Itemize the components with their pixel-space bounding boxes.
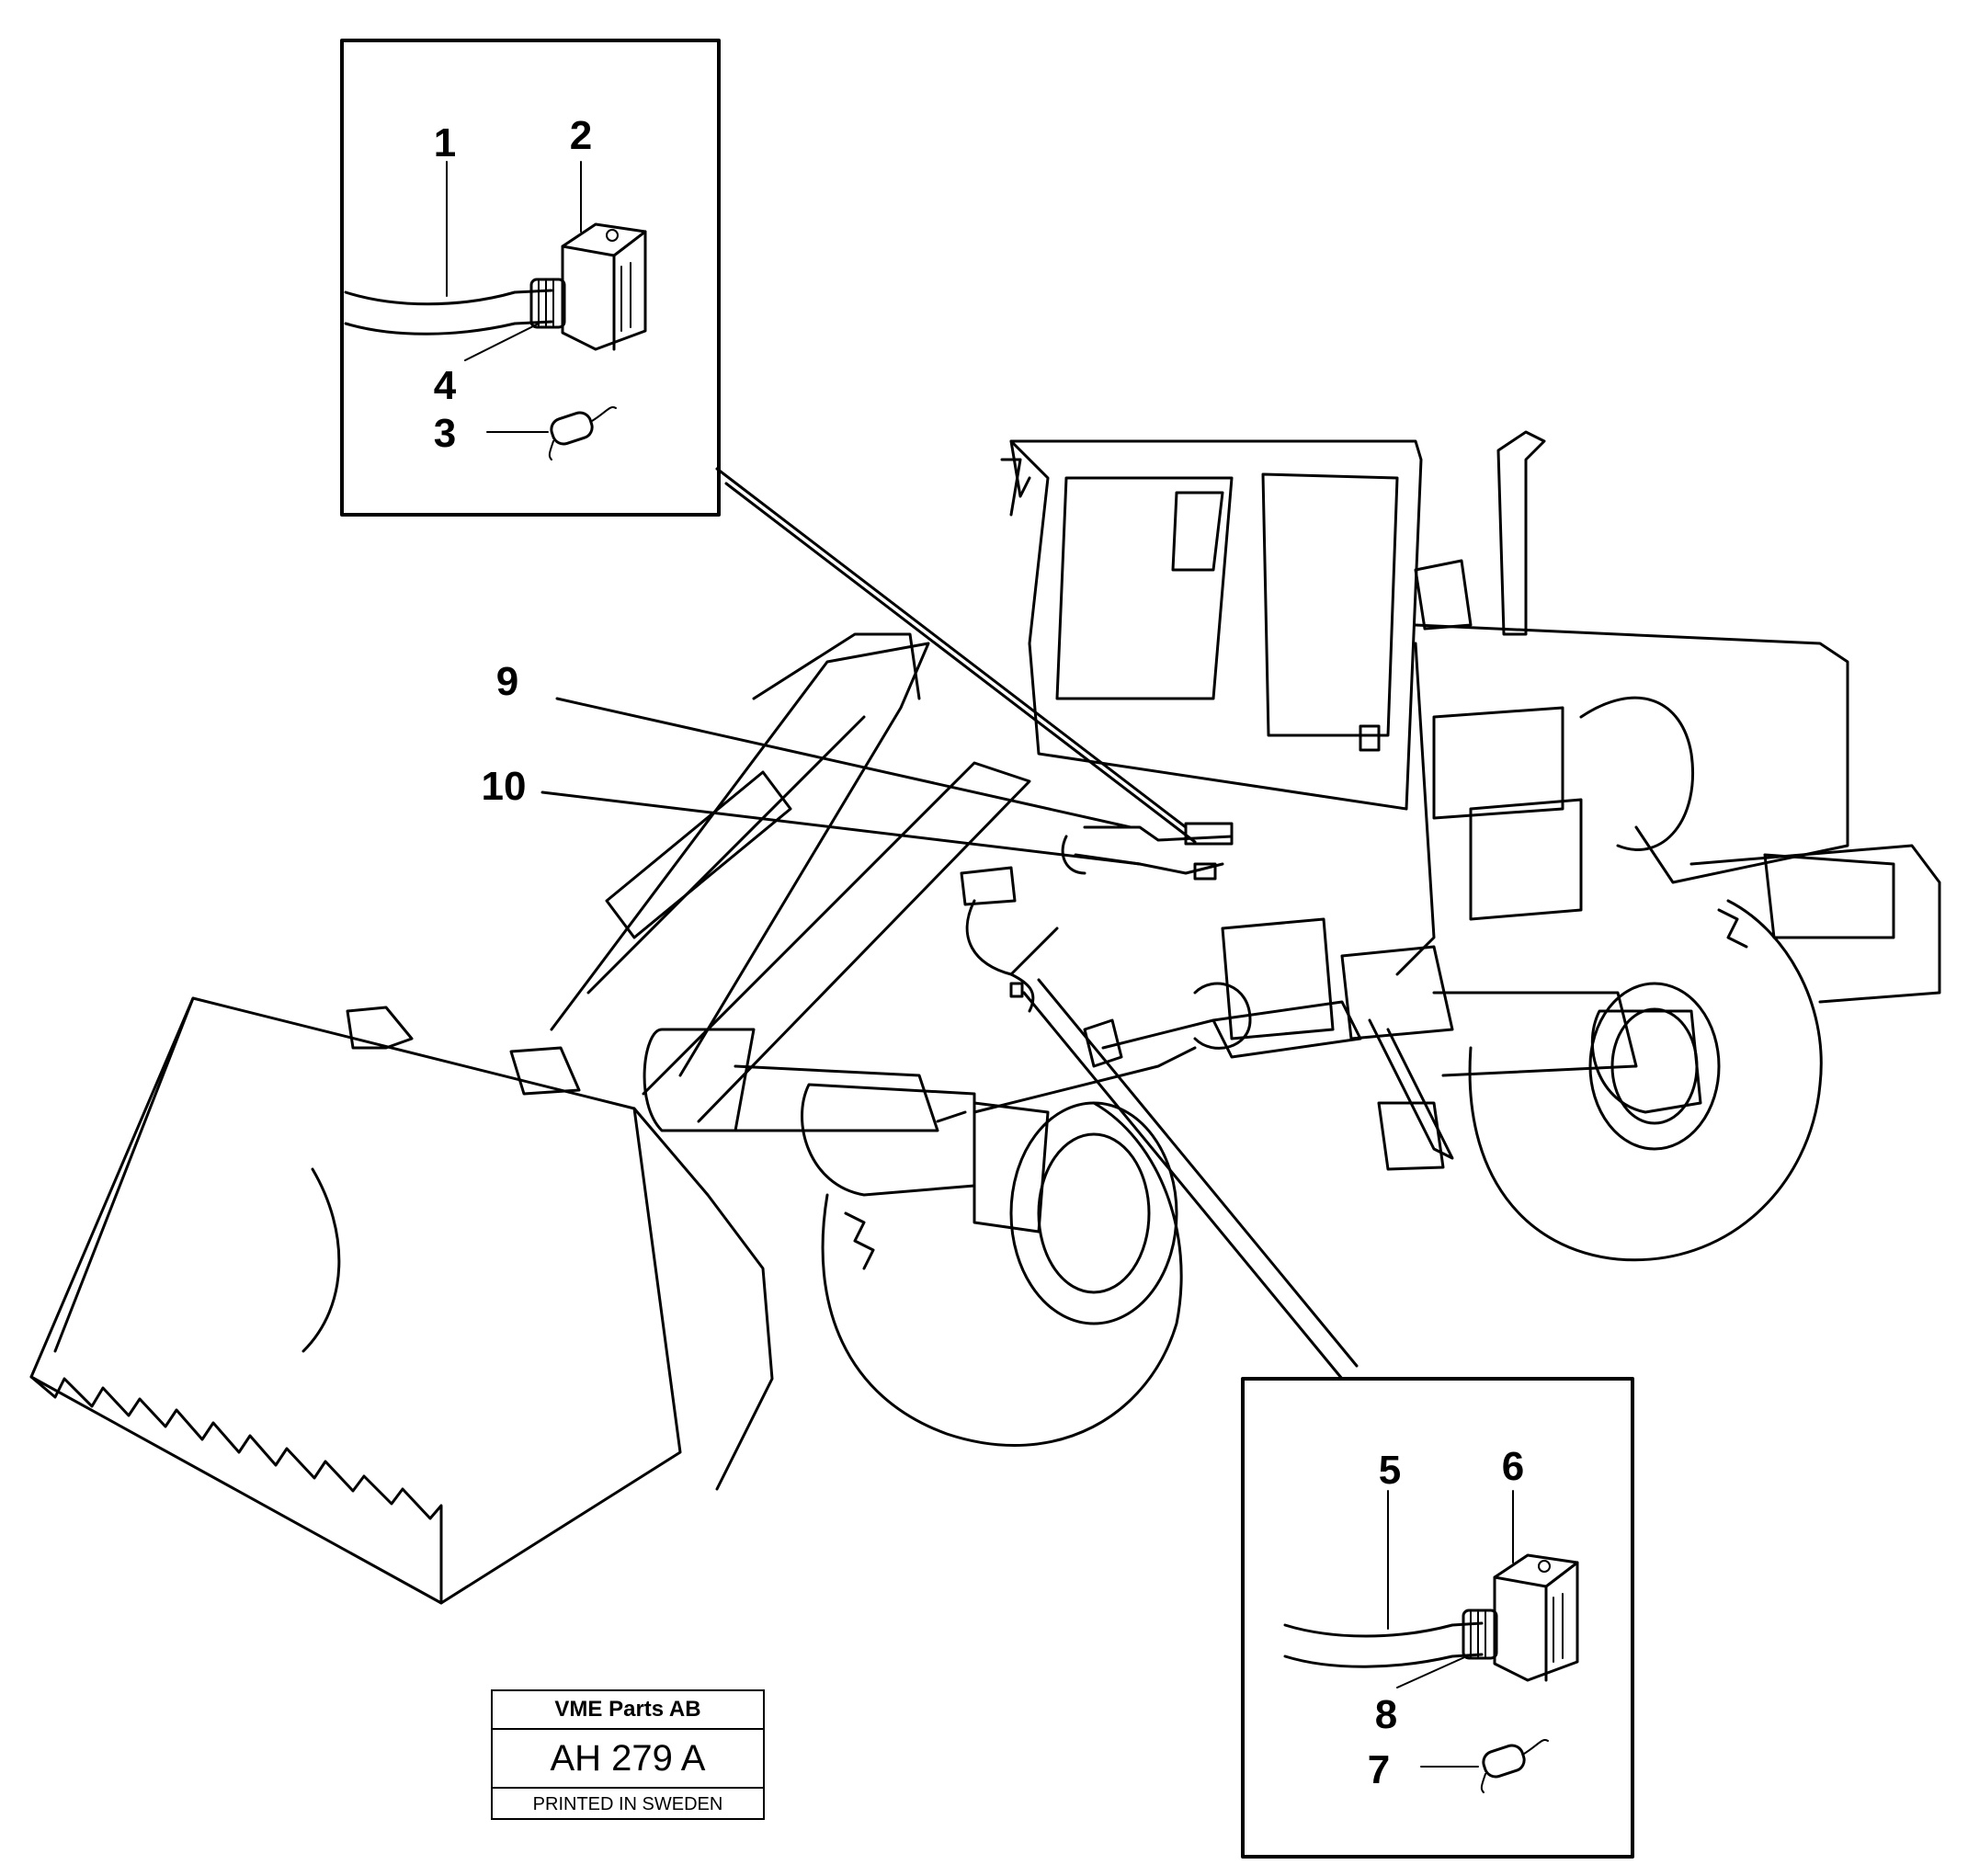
rear-frame [1395,623,1941,1004]
cab [1000,439,1423,811]
pointer-box-bottom [1037,978,1359,1368]
cable-5 [1283,1621,1484,1638]
stamp-company: VME Parts AB [493,1691,763,1730]
detail-box-bottom [1241,1377,1634,1859]
leader-10 [540,790,1142,866]
nut-8 [1462,1609,1498,1660]
cable-tie-7 [1480,1739,1549,1793]
exhaust-pipe [1414,430,1546,636]
rear-wheel [1468,899,1823,1262]
detail-box-bottom-frame [1241,1377,1634,1859]
detail-box-top [340,39,721,517]
cable-tie-3 [548,406,617,460]
detail-box-top-frame [340,39,721,517]
callout-1: 1 [434,120,456,165]
connector-2 [561,222,647,351]
nut-4 [529,278,566,329]
callout-8: 8 [1375,1692,1397,1737]
pointer-box-top [715,467,1188,829]
cable-1 [344,289,553,306]
callout-4: 4 [434,363,457,408]
pointer-lines [540,467,1359,1381]
callout-7: 7 [1368,1747,1390,1792]
rear-axle [1212,945,1721,1171]
callout-2: 2 [570,113,592,158]
front-axle [643,1028,1197,1325]
vme-stamp: VME Parts AB AH 279 A PRINTED IN SWEDEN [491,1689,765,1820]
lift-arms [550,632,1031,1123]
leader-8 [1396,1654,1472,1688]
leader-4 [464,323,540,361]
callouts: 1 2 3 4 5 6 7 8 9 10 [434,113,1524,1792]
leader-9 [555,697,1132,829]
driveline [936,917,1335,1123]
callout-10: 10 [482,764,527,809]
callout-5: 5 [1379,1448,1401,1493]
front-wheel [821,1101,1183,1448]
stamp-footer: PRINTED IN SWEDEN [532,1794,723,1814]
wheel-loader [29,430,1941,1605]
wiring-harness [960,822,1234,1013]
stamp-code: AH 279 A [493,1730,763,1789]
callout-9: 9 [496,659,518,704]
connector-6 [1493,1553,1579,1682]
callout-6: 6 [1502,1444,1524,1489]
bucket [29,996,774,1605]
callout-3: 3 [434,411,456,456]
